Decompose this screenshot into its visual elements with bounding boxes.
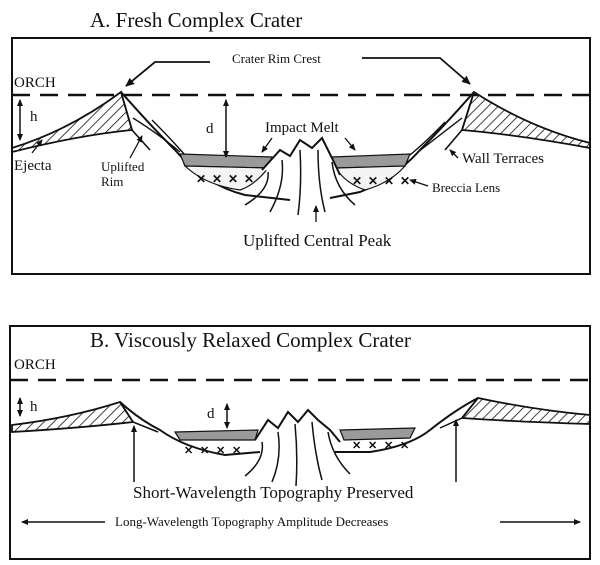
svg-text:✕: ✕ [184,445,193,457]
rim-crest-label: Crater Rim Crest [232,51,321,66]
long-wavelength-label: Long-Wavelength Topography Amplitude Dec… [115,514,389,529]
ejecta-pointer-a [31,139,43,154]
ejecta-label: Ejecta [14,158,52,174]
svg-text:✕: ✕ [384,440,393,452]
panel-b: ✕ ✕ ✕ ✕ ✕ ✕ ✕ ✕ [9,325,591,560]
breccia-lens-right-a [334,165,407,191]
svg-text:✕: ✕ [368,440,377,452]
rim-crest-pointer-left-a [125,61,210,87]
impact-melt-label: Impact Melt [265,120,339,136]
svg-text:✕: ✕ [400,174,410,188]
svg-text:✕: ✕ [368,174,378,188]
svg-text:✕: ✕ [200,445,209,457]
wall-terrace-right-a [409,117,463,156]
breccia-marks-a: ✕ ✕ ✕ ✕ ✕ ✕ ✕ ✕ [196,172,410,188]
impact-melt-pointer-left-a [261,137,273,153]
svg-text:✕: ✕ [228,172,238,186]
impact-melt-left-b [173,429,259,441]
panel-a: ✕ ✕ ✕ ✕ ✕ ✕ ✕ ✕ [11,37,591,275]
rim-inner-left-a [120,91,151,151]
ejecta-right-a [460,90,591,150]
panel-b-title: B. Viscously Relaxed Complex Crater [90,328,411,352]
breccia-pointer-a [409,179,429,187]
h-label-a: h [30,109,38,125]
svg-text:✕: ✕ [352,440,361,452]
wall-terrace-left-a [132,117,186,156]
svg-text:✕: ✕ [212,172,222,186]
uplifted-rim-pointer-a [129,135,143,159]
impact-melt-right-b [339,427,416,441]
central-peak-label: Uplifted Central Peak [243,231,392,250]
central-peak-strata-b [244,421,351,487]
rim-crest-pointer-right-a [362,57,471,85]
svg-text:✕: ✕ [384,174,394,188]
uplifted-rim-label: Uplifted Rim [101,159,145,189]
short-wavelength-label: Short-Wavelength Topography Preserved [133,483,414,502]
panel-b-frame [9,325,591,560]
rim-inner-left-b [119,401,159,433]
wall-terraces-label: Wall Terraces [462,151,545,167]
svg-text:✕: ✕ [232,445,241,457]
panel-a-frame [11,37,591,275]
panel-a-title: A. Fresh Complex Crater [90,8,303,32]
rim-inner-right-a [444,91,475,151]
orch-label-b: ORCH [14,357,56,373]
d-label-a: d [206,121,214,137]
h-label-b: h [30,399,38,415]
ejecta-right-b [460,397,591,425]
svg-text:✕: ✕ [196,172,206,186]
crater-bowl-b [119,397,479,457]
orch-label-a: ORCH [14,75,56,91]
svg-text:✕: ✕ [352,174,362,188]
breccia-marks-b: ✕ ✕ ✕ ✕ ✕ ✕ ✕ ✕ [184,440,409,457]
breccia-lens-left-a [183,165,270,191]
rim-inner-right-b [439,397,479,429]
breccia-lens-label: Breccia Lens [432,180,501,195]
d-label-b: d [207,406,215,422]
svg-text:✕: ✕ [400,440,409,452]
svg-text:✕: ✕ [216,445,225,457]
wall-terraces-pointer-a [449,149,459,159]
svg-text:✕: ✕ [244,172,254,186]
central-peak-strata-a [244,149,356,216]
impact-melt-pointer-right-a [344,137,356,151]
central-peak-b [254,408,341,443]
